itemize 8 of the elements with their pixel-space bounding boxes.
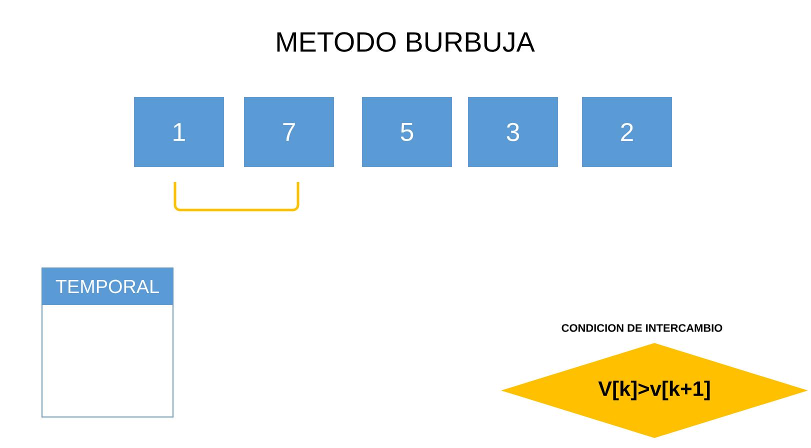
number-box: 3 (468, 97, 558, 167)
header-bar: TEMPORAL (42, 268, 173, 305)
number-box: 5 (362, 97, 452, 167)
title: METODO BURBUJA (277, 32, 535, 52)
number-box: 1 (134, 97, 224, 167)
number-box: 7 (244, 97, 334, 167)
number-box: 2 (582, 97, 672, 167)
condition-heading: CONDICION DE INTERCAMBIO (562, 324, 722, 332)
